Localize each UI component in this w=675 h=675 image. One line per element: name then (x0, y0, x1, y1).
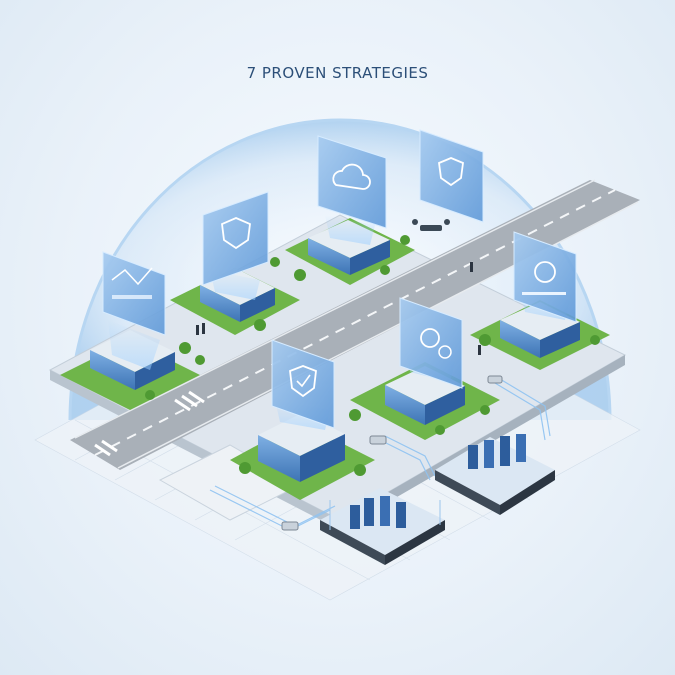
screen-gear-network (399, 297, 463, 389)
screen-analytics (102, 251, 166, 336)
drone-icon (412, 219, 450, 231)
screen-shield-check (271, 339, 335, 429)
people (196, 262, 481, 355)
page-title: 7 PROVEN STRATEGIES (246, 64, 429, 82)
screen-dashboard (513, 231, 577, 323)
main-road (70, 180, 640, 470)
vehicles (281, 375, 503, 531)
server-room-right (435, 434, 555, 515)
dome-rim (68, 118, 612, 421)
crosswalk (94, 390, 205, 457)
trees (145, 235, 600, 476)
screen-shield (202, 191, 269, 286)
screen-shield-dashboard (419, 129, 484, 223)
screen-cloud (317, 135, 387, 229)
server-room-left (320, 488, 445, 565)
